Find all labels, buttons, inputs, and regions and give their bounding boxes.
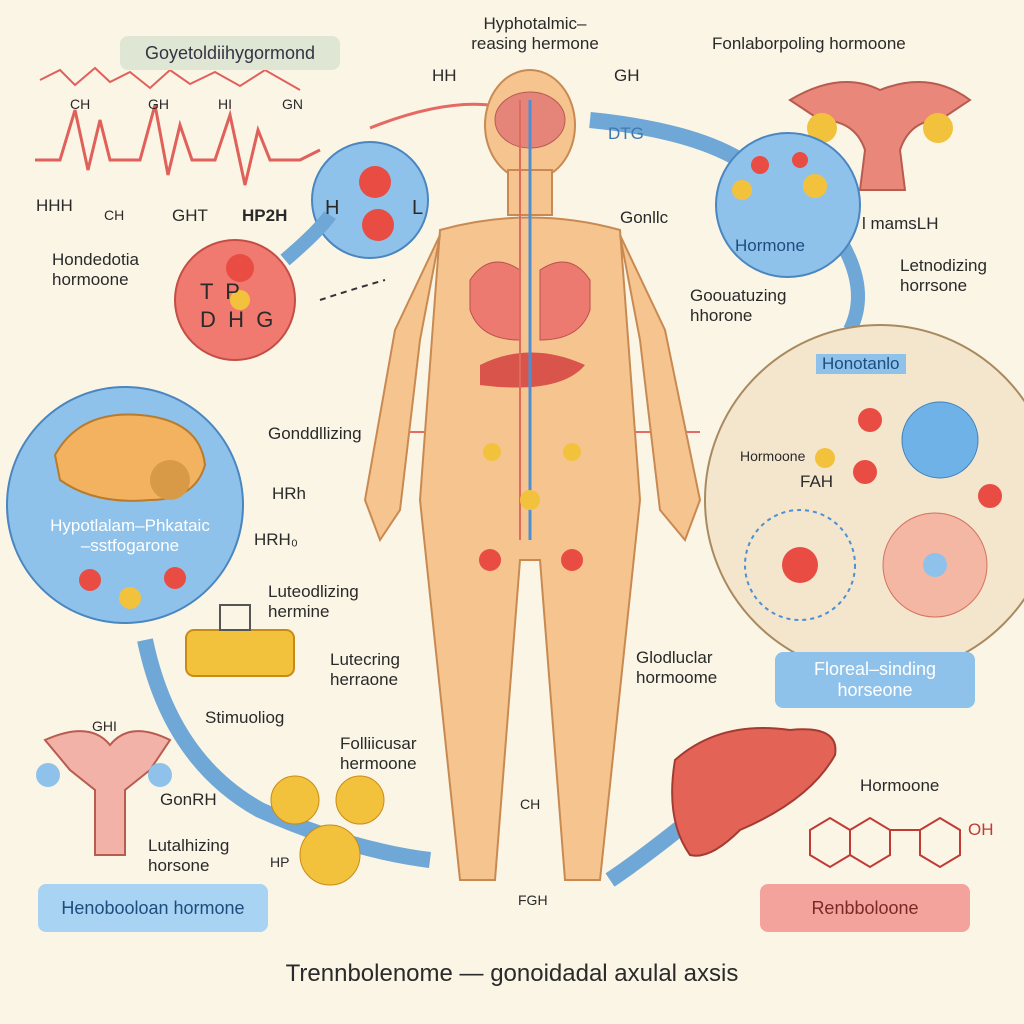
- steroid-molecule: [809, 816, 961, 869]
- luteolizing-left-label: Luteodlizing hermine: [268, 582, 359, 621]
- gonilc-label: Gonllc: [620, 208, 669, 227]
- liver: [671, 727, 837, 857]
- gonatuzing-label: Goouatuzing hhorone: [690, 286, 787, 325]
- arrow-blue-top-right: [589, 112, 745, 167]
- hypotalam-label: Hypotlalam–Phkataic –sstfogarone: [50, 516, 210, 555]
- honotanio-label: Honotanlo: [816, 354, 906, 374]
- bottom-left-pill: Henobooloan hormone: [38, 884, 268, 932]
- hormoone-bottom-label: Hormoone: [860, 776, 940, 795]
- hormone-right-label: Hormoone: [740, 448, 806, 464]
- honodolia-label: Hondedotia hormoone: [52, 250, 139, 289]
- hh-top-label: HH: [432, 66, 457, 85]
- letnodizing-label: Letnodizing horrsone: [900, 256, 987, 295]
- hp2h-label: HP2H: [242, 206, 288, 225]
- hormone-circle-right: [715, 132, 861, 278]
- hrh-label: HRh: [272, 484, 307, 503]
- blue-circle-l: L: [412, 197, 424, 219]
- ch-mid-label: CH: [520, 796, 541, 812]
- blue-circle-h: H: [325, 197, 340, 219]
- device-box: [185, 604, 295, 677]
- pulse-label-ch: CH: [70, 96, 91, 112]
- pulse-label-gh: GH: [148, 96, 169, 112]
- pulse-chart: [35, 66, 321, 186]
- arrow-blue-left-loop: [137, 638, 431, 868]
- arrow-dashed: [319, 279, 386, 301]
- fgh-label: FGH: [518, 892, 548, 908]
- top-right-title: Fonlaborpoling hormoone: [712, 34, 906, 53]
- pulse-label-ch2: CH: [104, 207, 125, 223]
- footer-title: Trennbolenome — gonoidadal axulal axsis: [285, 960, 739, 987]
- fah-label: FAH: [800, 472, 834, 491]
- arrow-blue-top-left: [280, 210, 336, 266]
- tramsl-h-label: l mamsLH: [862, 214, 939, 233]
- oh-label: OH: [968, 820, 994, 839]
- bottom-right-pill: Renbboloone: [760, 884, 970, 932]
- hormone-circle-label: Hormone: [735, 236, 805, 255]
- arrow-blue-right-down: [833, 236, 865, 334]
- ghi-label: GHI: [92, 718, 117, 734]
- gonrh-label: GonRH: [160, 790, 217, 809]
- pulse-label-gn: GN: [282, 96, 303, 112]
- molecule-circle-blue: [311, 141, 429, 259]
- uterus-bottom-left: [36, 730, 172, 856]
- glodular-label: Glodluclar hormoome: [636, 648, 718, 687]
- brain-circle-left: [6, 386, 244, 624]
- gh-top-label: GH: [614, 66, 640, 85]
- follicular-label: Folliicusar hermoone: [340, 734, 417, 773]
- lutalhizing-label: Lutalhizing horsone: [148, 836, 230, 875]
- molecule-circle-red: [174, 239, 296, 361]
- pulse-label-hi: HI: [218, 96, 232, 112]
- yellow-hormone-balls: [270, 775, 385, 886]
- hypothalamic-title: Hyphotalmic– reasing hermone: [471, 14, 599, 53]
- pulse-label-hhh: HHH: [36, 196, 73, 215]
- top-left-banner: Goyetoldiihygormond: [120, 36, 340, 70]
- godollizing-label: Gonddllizing: [268, 424, 362, 443]
- pulse-label-ght: GHT: [172, 206, 208, 225]
- floral-pill: Floreal–sinding horseone: [775, 652, 975, 708]
- lutecring-label: Lutecring herraone: [330, 650, 400, 689]
- arrow-red-top: [369, 102, 491, 130]
- hp-small-label: HP: [270, 854, 290, 870]
- dtg-label: DTG: [608, 124, 644, 143]
- molecule-letters: T P D H G: [200, 279, 274, 332]
- stimulating-label: Stimuoliog: [205, 708, 285, 727]
- cell-circle-right: [704, 324, 1024, 676]
- hrh2-label: HRH₀: [254, 530, 298, 549]
- uterus-top-right: [788, 81, 972, 191]
- human-body: [363, 69, 702, 881]
